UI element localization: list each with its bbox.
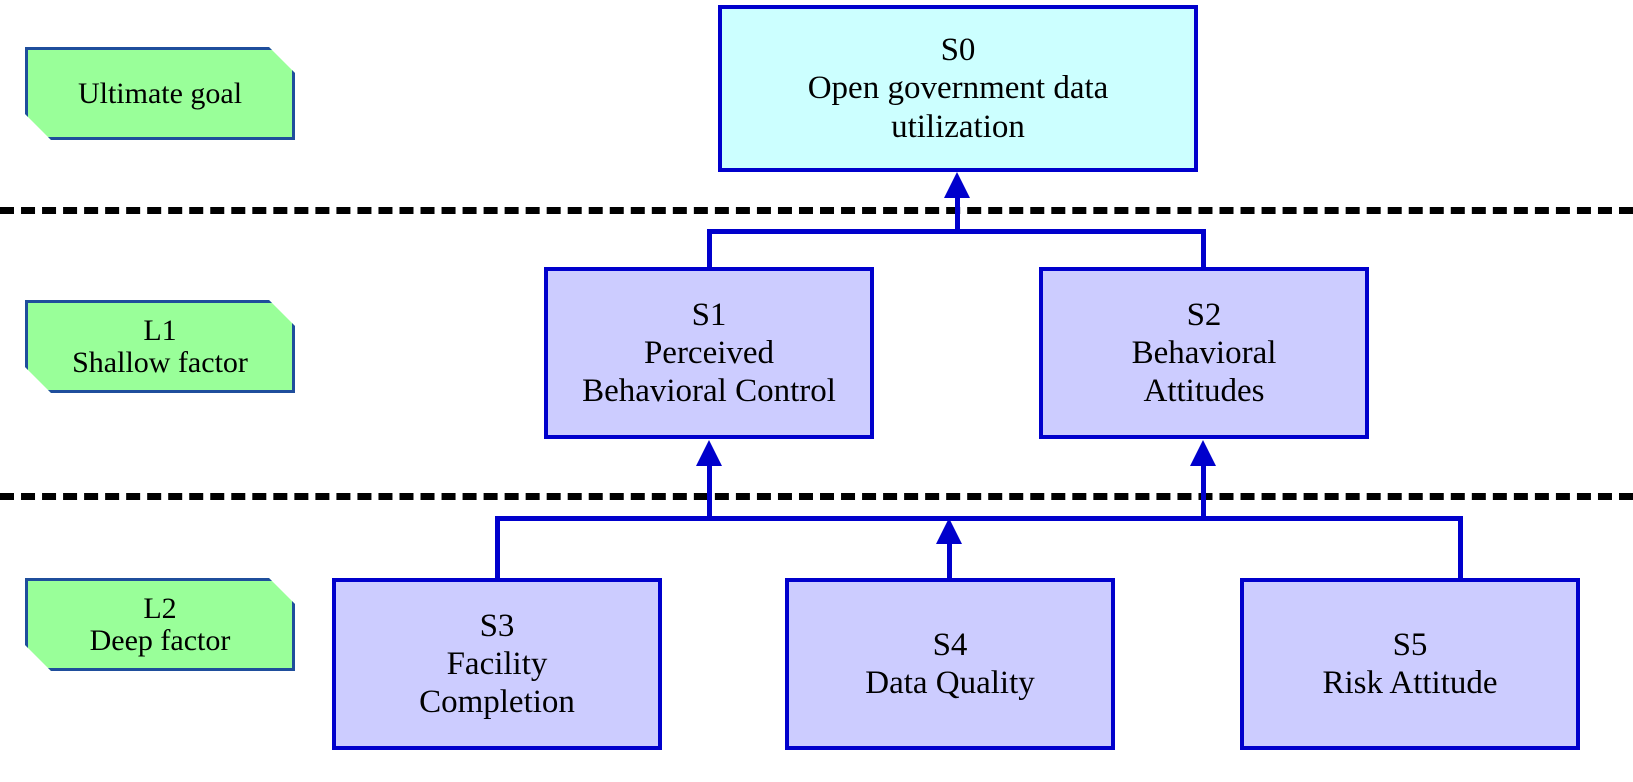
node-s5-line1: Risk Attitude — [1322, 665, 1498, 701]
node-s1-line2: Behavioral Control — [582, 373, 836, 410]
node-s4-code: S4 — [932, 626, 968, 663]
node-s0[interactable]: S0 Open government data utilization — [718, 5, 1198, 172]
edge-l1-riser-s0 — [955, 188, 960, 231]
edge-bus-l1 — [707, 229, 1206, 234]
node-s1[interactable]: S1 Perceived Behavioral Control — [544, 267, 874, 439]
node-s0-line1: Open government data — [807, 70, 1109, 107]
edge-l1-drop-s1 — [707, 229, 712, 268]
node-s2[interactable]: S2 Behavioral Attitudes — [1039, 267, 1369, 439]
node-s2-code: S2 — [1186, 296, 1222, 333]
node-s5-code: S5 — [1392, 626, 1428, 663]
edge-bus-l2 — [495, 516, 1463, 521]
node-s1-code: S1 — [691, 296, 727, 333]
edge-arrowhead-s0 — [944, 172, 970, 198]
level-tag-shape — [25, 578, 295, 671]
edge-l2-riser-s4 — [947, 533, 952, 580]
edge-l2-riser-s2 — [1201, 457, 1206, 518]
level-tag-l2-line1: L2 — [143, 591, 177, 625]
level-tag-shape — [25, 47, 295, 140]
edge-arrowhead-bus-l2 — [936, 518, 962, 544]
level-tag-l1-line1: L1 — [143, 313, 177, 347]
level-tag-l2: L2 Deep factor — [25, 578, 295, 671]
node-s0-line2: utilization — [891, 108, 1025, 145]
node-s3-code: S3 — [479, 607, 515, 644]
level-tag-l1-line2: Shallow factor — [72, 345, 248, 379]
node-s3-line2: Completion — [419, 684, 575, 721]
node-s3[interactable]: S3 Facility Completion — [332, 578, 662, 750]
node-s2-line2: Attitudes — [1143, 373, 1265, 410]
node-s3-line1: Facility — [446, 645, 548, 682]
level-separator-l1-l2 — [0, 493, 1633, 500]
node-s2-line1: Behavioral — [1131, 334, 1277, 371]
node-s0-code: S0 — [940, 32, 976, 69]
edge-l2-drop-s3 — [495, 516, 500, 580]
edge-l2-drop-s5 — [1458, 516, 1463, 580]
level-tag-ultimate-goal-line1: Ultimate goal — [77, 76, 243, 110]
level-tag-l2-line2: Deep factor — [89, 623, 231, 657]
level-tag-l1: L1 Shallow factor — [25, 300, 295, 393]
level-separator-goal-l1 — [0, 207, 1633, 214]
edge-l1-drop-s2 — [1201, 229, 1206, 268]
level-tag-ultimate-goal: Ultimate goal — [25, 47, 295, 140]
node-s4-line1: Data Quality — [865, 665, 1035, 701]
node-s4[interactable]: S4 Data Quality — [785, 578, 1115, 750]
node-s5[interactable]: S5 Risk Attitude — [1240, 578, 1580, 750]
node-s1-line1: Perceived — [643, 334, 775, 371]
edge-arrowhead-s2 — [1190, 440, 1216, 466]
level-tag-shape — [25, 300, 295, 393]
edge-l2-riser-s1 — [707, 457, 712, 518]
edge-arrowhead-s1 — [696, 440, 722, 466]
